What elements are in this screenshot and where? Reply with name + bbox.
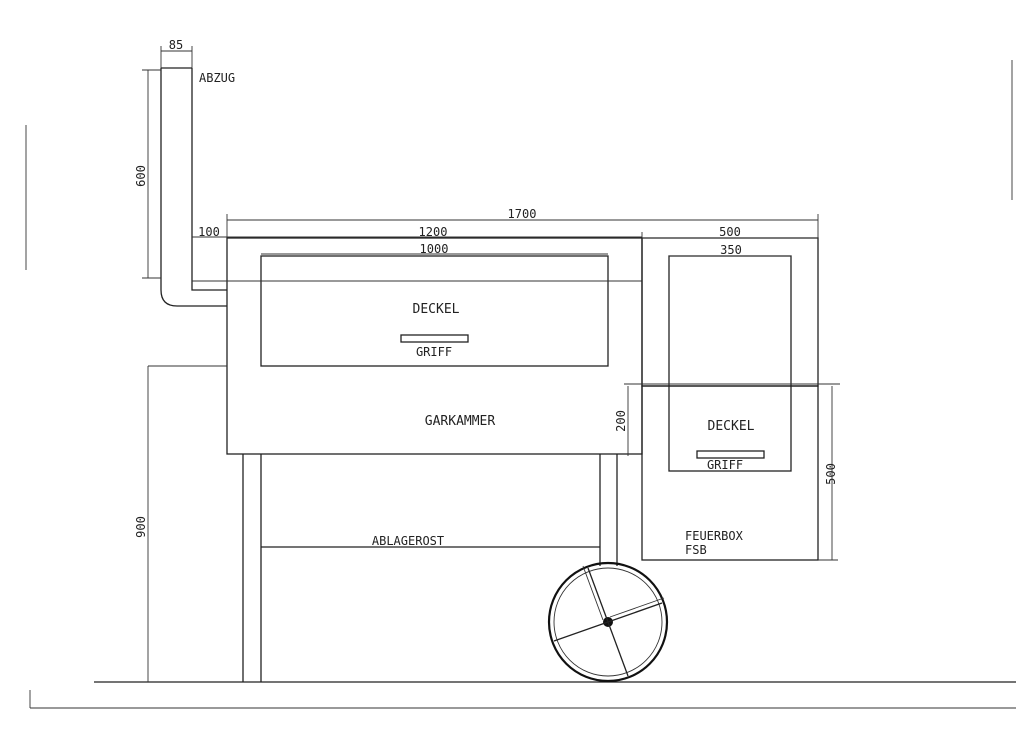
label-garkammer: GARKAMMER [425,414,496,429]
dim-text-firebox-upper-height: 200 [614,410,628,432]
label-abzug: ABZUG [199,71,235,85]
dim-text-firebox-height: 500 [824,463,838,485]
dim-text-lid-length: 1000 [420,242,449,256]
label-griff-firebox: GRIFF [707,458,743,472]
dim-text-chamber-length: 1200 [419,225,448,239]
dim-text-chimney-offset: 100 [198,225,220,239]
dimension-chimney-height [142,69,161,279]
dimension-stand-height [147,365,227,682]
firebox-handle [696,450,765,459]
chamber-lid [260,255,609,367]
dim-text-chimney-height: 600 [134,165,148,187]
dimension-chimney-width [160,46,193,68]
dim-text-firebox-lid-length: 350 [720,243,742,257]
dimension-firebox-height [818,386,838,561]
dim-text-firebox-length: 500 [719,225,741,239]
label-fsb: FSB [685,543,707,557]
label-deckel-firebox: DECKEL [708,419,755,434]
label-deckel-main: DECKEL [413,302,460,317]
label-feuerbox: FEUERBOX [685,529,744,543]
chimney [160,67,227,307]
dim-text-chimney-width: 85 [169,38,183,52]
left-leg [242,454,262,682]
dimension-total-length [226,214,819,240]
dim-text-total-length: 1700 [508,207,537,221]
wheel [547,561,669,683]
chamber-handle [400,334,469,343]
label-ablagerost: ABLAGEROST [372,534,444,548]
firebox [641,385,819,561]
dim-text-stand-height: 900 [134,516,148,538]
firebox-lid [668,255,792,472]
right-leg [599,454,618,566]
label-griff-main: GRIFF [416,345,452,359]
